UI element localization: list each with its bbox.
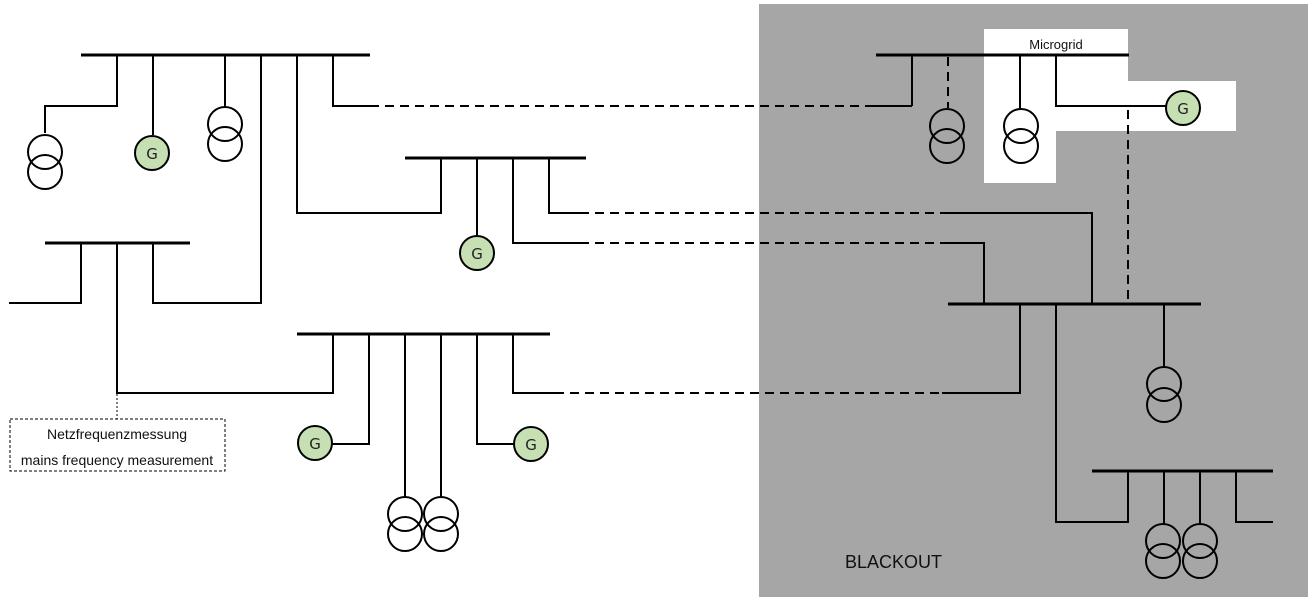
transformer-icon: [387, 496, 423, 552]
feeder-line: [9, 243, 82, 304]
feeder-line: [332, 334, 370, 445]
feeder-line: [512, 334, 555, 394]
feeder-line: [1235, 471, 1273, 523]
generator-icon: G: [459, 235, 495, 271]
feeder-line: [942, 303, 1021, 394]
transformer-icon: [929, 108, 965, 164]
feeder-line: [1055, 304, 1129, 523]
generator-icon: G: [297, 425, 333, 461]
feeder-line: [332, 55, 370, 107]
transformer-icon: [1182, 523, 1218, 579]
feeder-line: [512, 158, 580, 244]
generator-label: G: [1177, 100, 1189, 118]
generator-label: G: [309, 435, 321, 453]
feeder-line: [548, 158, 580, 214]
feeder-line: [942, 242, 985, 303]
feeder-line: [942, 212, 1093, 303]
generator-label: G: [525, 436, 537, 454]
microgrid-label: Microgrid: [1029, 37, 1082, 52]
generator-icon: G: [134, 135, 170, 171]
transformer-icon: [423, 496, 459, 552]
transformer-icon: [207, 106, 243, 162]
feeder-line: [116, 243, 334, 394]
blackout-label: BLACKOUT: [845, 552, 942, 572]
feeder-line: [296, 55, 442, 214]
feeder-line: [1055, 55, 1166, 107]
generator-icon: G: [513, 426, 549, 462]
generator-icon: G: [1165, 90, 1201, 126]
feeder-line: [44, 55, 118, 133]
transformer-icon: [1146, 366, 1182, 423]
feeder-line: [152, 55, 262, 304]
measurement-label-en: mains frequency measurement: [21, 452, 213, 468]
transformer-icon: [27, 134, 63, 190]
measurement-label-de: Netzfrequenzmessung: [47, 426, 187, 442]
transformer-icon: [1003, 108, 1039, 164]
generator-label: G: [471, 245, 483, 263]
transformer-icon: [1145, 523, 1181, 579]
generator-label: G: [146, 145, 158, 163]
measurement-box: [9, 418, 226, 472]
feeder-line: [476, 334, 514, 445]
